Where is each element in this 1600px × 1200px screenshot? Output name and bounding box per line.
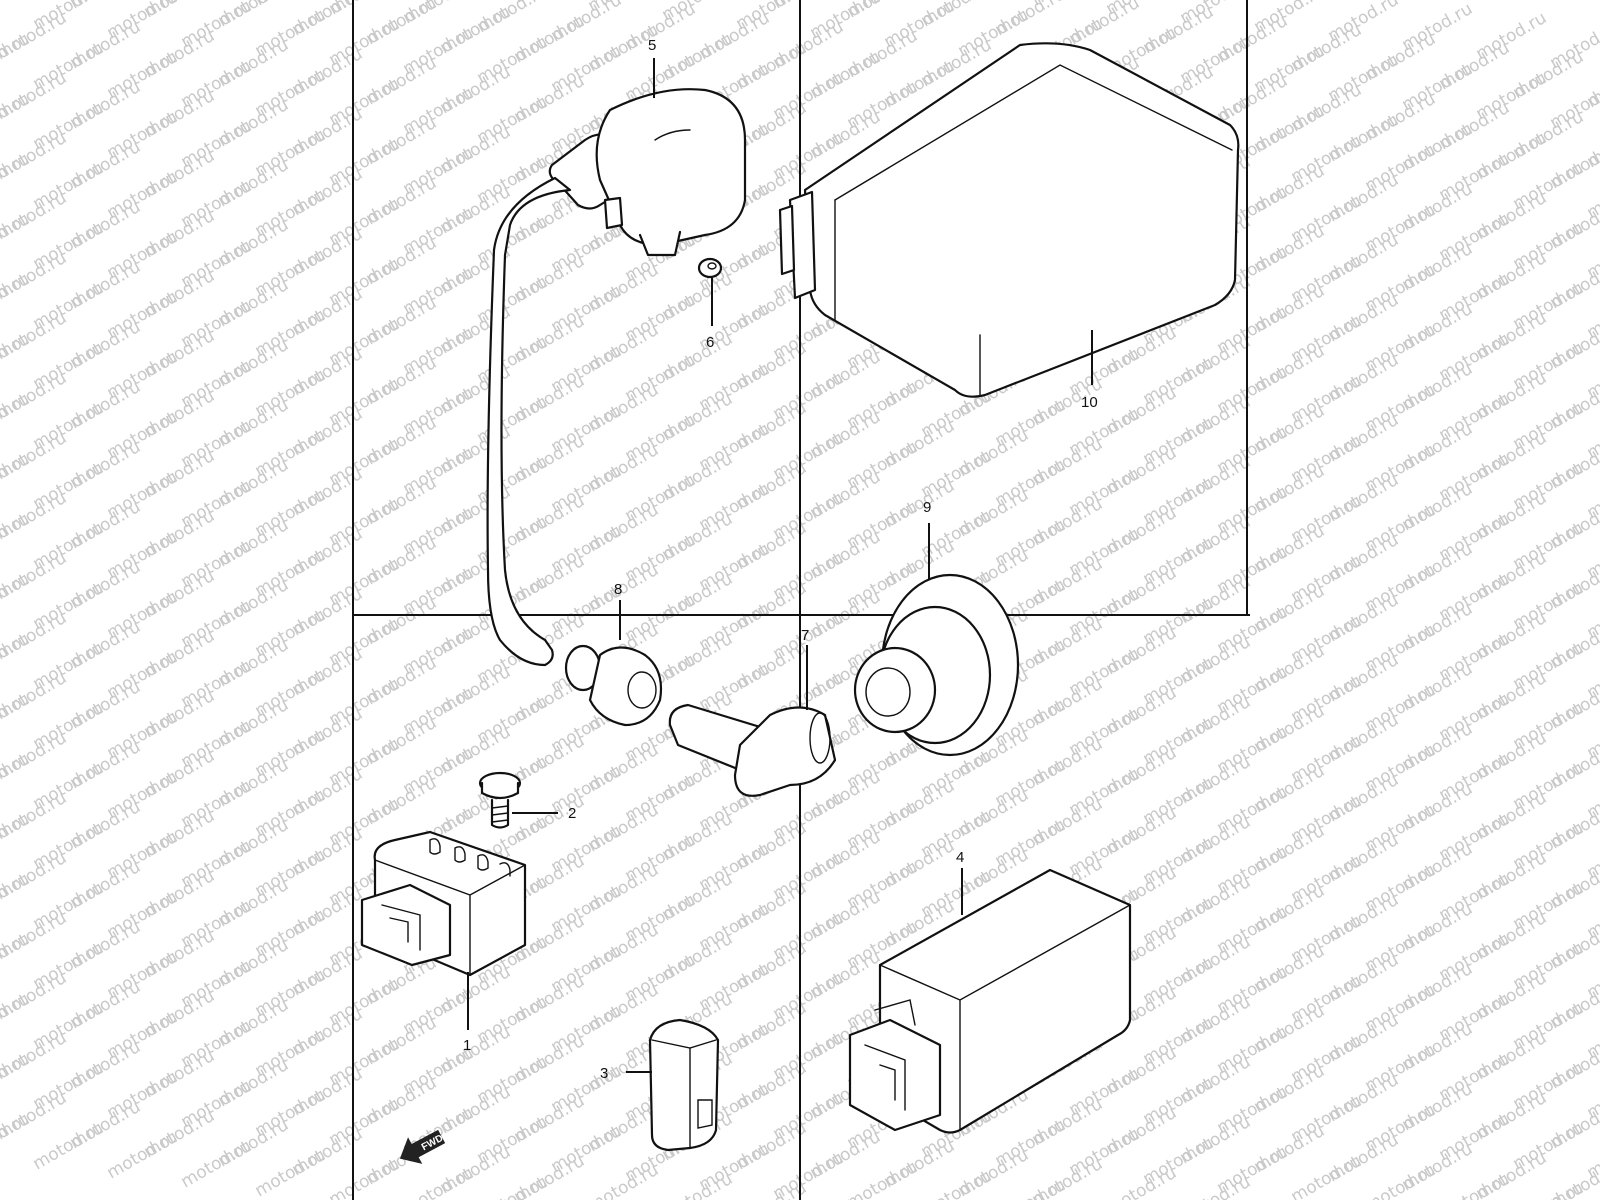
- callout-4: 4: [956, 849, 964, 866]
- watermark-text: motod.ru: [1103, 1163, 1181, 1200]
- callout-7: 7: [801, 627, 809, 644]
- watermark-text: motod.ru: [844, 1157, 922, 1200]
- watermark-text: motod.ru: [104, 1127, 182, 1183]
- watermark-text: motod.ru: [585, 1160, 663, 1200]
- watermark-text: motod.ru: [1362, 1160, 1440, 1200]
- watermark-text: motod.ru: [30, 1118, 108, 1174]
- callout-1: 1: [463, 1037, 471, 1054]
- callout-10: 10: [1081, 394, 1098, 411]
- part-3-relay: [648, 1018, 720, 1152]
- watermark-text: motod.ru: [0, 0, 33, 25]
- callout-6: 6: [706, 334, 714, 351]
- watermark-text: motod.ru: [1436, 1169, 1514, 1200]
- watermark-text: motod.ru: [918, 1166, 996, 1200]
- watermark-text: motod.ru: [178, 1136, 256, 1192]
- watermark-text: motod.ru: [474, 1172, 552, 1200]
- callout-2: 2: [568, 805, 576, 822]
- watermark-text: motod.ru: [659, 1169, 737, 1200]
- watermark-text: motod.ru: [1288, 1151, 1366, 1200]
- watermark-text: motod.ru: [326, 1154, 404, 1200]
- callout-8: 8: [614, 581, 622, 598]
- part-6-washer: [697, 257, 723, 279]
- part-8-bushing: [564, 644, 663, 727]
- callout-9: 9: [923, 499, 931, 516]
- callout-3: 3: [600, 1065, 608, 1082]
- callout-5: 5: [648, 37, 656, 54]
- watermark-text: motod.ru: [252, 1145, 330, 1200]
- watermark-text: motod.ru: [400, 1163, 478, 1200]
